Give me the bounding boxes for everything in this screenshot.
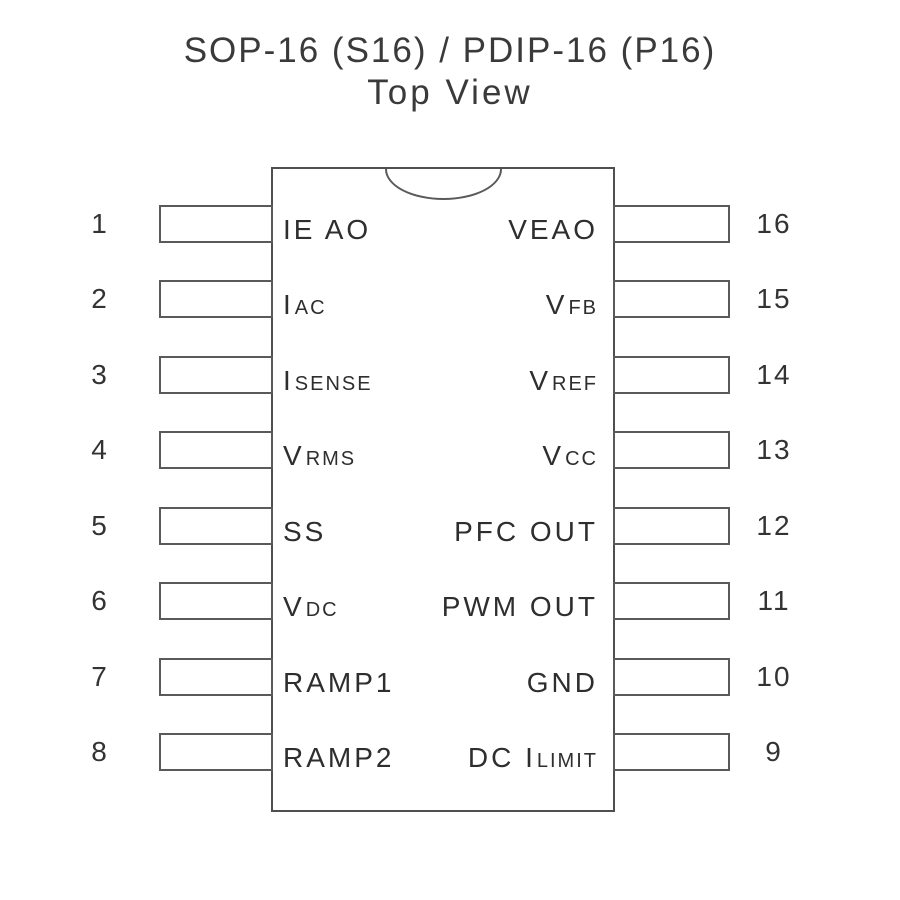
pin-2-label: IAC xyxy=(283,287,327,323)
diagram-title: SOP-16 (S16) / PDIP-16 (P16) Top View xyxy=(0,30,900,114)
pin-2-lead xyxy=(159,280,273,318)
pin-8-number: 8 xyxy=(91,736,109,767)
pin-11-lead xyxy=(613,582,730,620)
label-segment: V xyxy=(545,289,568,320)
pin-16-number: 16 xyxy=(756,208,792,239)
pin-9-number: 9 xyxy=(765,736,783,767)
label-segment: IE AO xyxy=(283,214,372,245)
pin-6-label: VDC xyxy=(283,589,339,625)
pin-3-number: 3 xyxy=(91,359,109,390)
package-name-title: SOP-16 (S16) / PDIP-16 (P16) xyxy=(183,31,717,70)
label-segment: V xyxy=(529,365,551,396)
pin-1-lead xyxy=(159,205,273,243)
pin-4-label: VRMS xyxy=(283,438,356,474)
pin-2-number: 2 xyxy=(91,283,109,314)
label-segment: VEAO xyxy=(508,214,598,245)
pin-8-label: RAMP2 xyxy=(283,740,394,776)
label-segment: V xyxy=(283,591,305,622)
pin1-notch-indicator xyxy=(385,169,502,200)
label-segment: RAMP2 xyxy=(283,742,395,773)
pin-13-number: 13 xyxy=(756,434,792,465)
pin-10-lead xyxy=(613,658,730,696)
pin-8-lead xyxy=(159,733,273,771)
label-segment: GND xyxy=(526,667,598,698)
pin-7-number: 7 xyxy=(91,661,109,692)
pin-11-number: 11 xyxy=(757,585,791,616)
pin-5-lead xyxy=(159,507,273,545)
pin-12-lead xyxy=(613,507,730,545)
pin-12-label: PFC OUT xyxy=(454,514,598,550)
pin-15-lead xyxy=(613,280,730,318)
pin-5-label: SS xyxy=(283,514,326,550)
pin-12-number: 12 xyxy=(756,510,792,541)
label-segment: I xyxy=(283,289,294,320)
pin-13-lead xyxy=(613,431,730,469)
pin-7-lead xyxy=(159,658,273,696)
label-segment: I xyxy=(283,365,294,396)
pin-15-label: VFB xyxy=(546,287,598,323)
pin-13-label: VCC xyxy=(542,438,598,474)
label-segment: FB xyxy=(568,297,598,319)
pin-4-lead xyxy=(159,431,273,469)
label-segment: DC I xyxy=(467,742,536,773)
pin-15-number: 15 xyxy=(756,283,792,314)
pin-3-lead xyxy=(159,356,273,394)
pin-1-number: 1 xyxy=(91,208,109,239)
label-segment: DC xyxy=(305,599,339,621)
pin-9-label: DC ILIMIT xyxy=(468,740,598,776)
pin-1-label: IE AO xyxy=(283,212,371,248)
pin-7-label: RAMP1 xyxy=(283,665,394,701)
label-segment: SS xyxy=(283,516,327,547)
label-segment: PFC OUT xyxy=(454,516,598,547)
label-segment: LIMIT xyxy=(536,750,598,772)
label-segment: REF xyxy=(552,373,598,395)
label-segment: CC xyxy=(565,448,598,470)
label-segment: V xyxy=(542,440,565,471)
pin-6-number: 6 xyxy=(91,585,109,616)
pin-9-lead xyxy=(613,733,730,771)
pin-14-label: VREF xyxy=(529,363,598,399)
label-segment: RMS xyxy=(305,448,357,470)
pin-14-lead xyxy=(613,356,730,394)
pin-16-lead xyxy=(613,205,730,243)
pin-5-number: 5 xyxy=(91,510,109,541)
label-segment: AC xyxy=(294,297,327,319)
label-segment: V xyxy=(283,440,305,471)
pin-3-label: ISENSE xyxy=(283,363,373,399)
pin-10-number: 10 xyxy=(756,661,792,692)
label-segment: PWM OUT xyxy=(441,591,598,622)
chip-body xyxy=(271,167,615,812)
pin-16-label: VEAO xyxy=(508,212,598,248)
pin-6-lead xyxy=(159,582,273,620)
pin-14-number: 14 xyxy=(756,359,792,390)
pin-4-number: 4 xyxy=(91,434,109,465)
top-view-subtitle: Top View xyxy=(367,73,533,112)
pin-10-label: GND xyxy=(527,665,598,701)
label-segment: RAMP1 xyxy=(283,667,395,698)
pin-11-label: PWM OUT xyxy=(442,589,598,625)
label-segment: SENSE xyxy=(294,373,373,395)
